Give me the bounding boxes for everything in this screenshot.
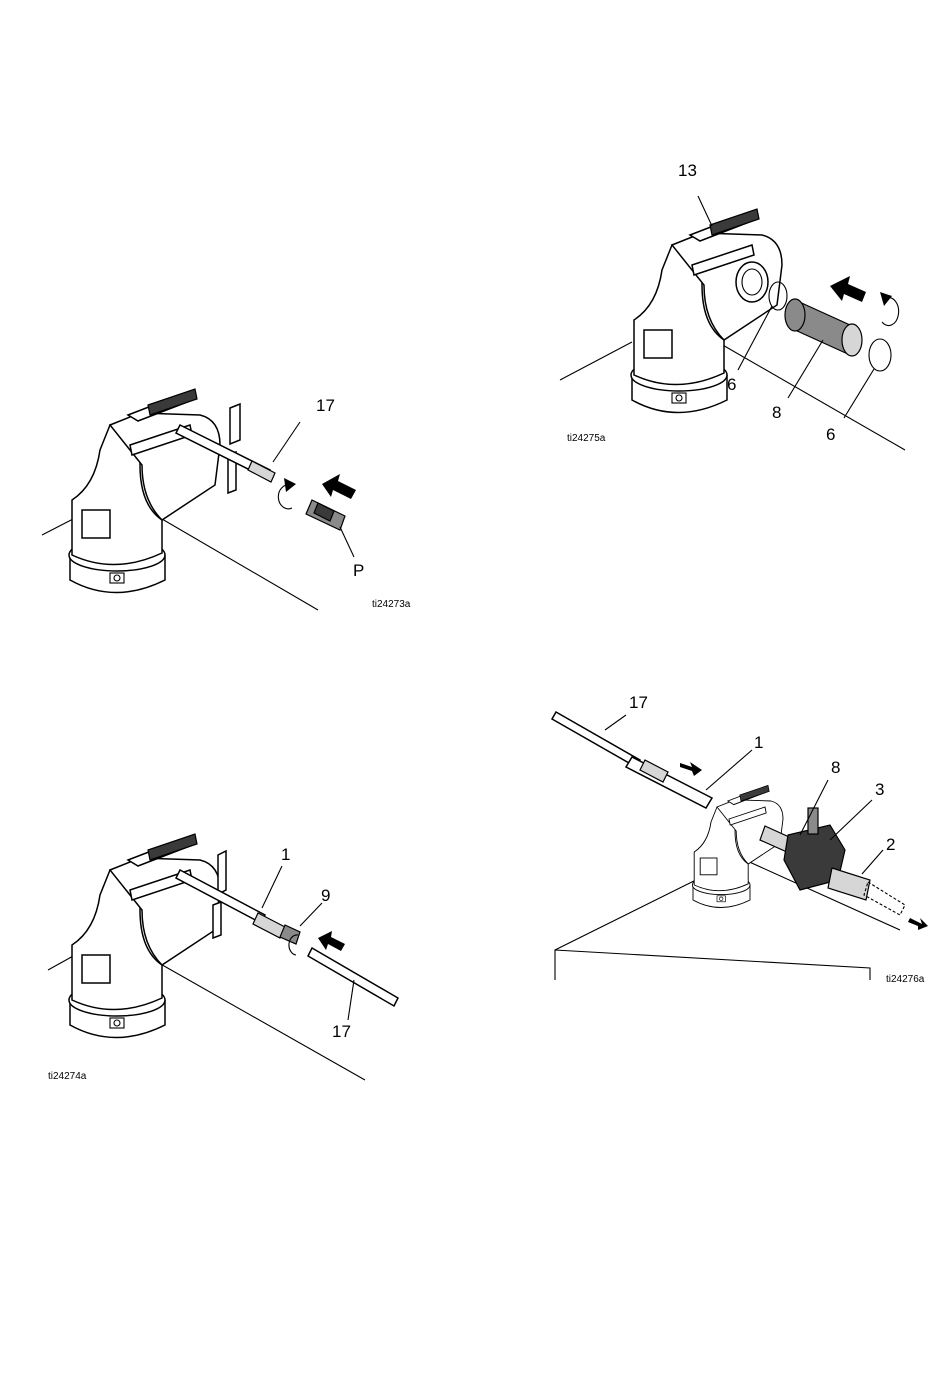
stud	[808, 808, 818, 834]
callout-1: 1	[281, 845, 290, 864]
table-edge-line	[42, 518, 75, 535]
table-edge-line	[714, 340, 905, 450]
figure-code: ti24273a	[372, 599, 411, 610]
push-arrow-icon	[830, 276, 866, 302]
callout-6b: 6	[826, 425, 835, 444]
pull-arrow-icon	[908, 918, 928, 930]
figure-1	[42, 389, 356, 610]
figure-3	[48, 834, 398, 1080]
table-edge-line	[560, 342, 632, 380]
rod-17	[308, 948, 398, 1006]
callout-2: 2	[886, 835, 895, 854]
table-edge-line	[150, 512, 318, 610]
housing-port	[736, 262, 768, 302]
callout-17: 17	[332, 1022, 351, 1041]
o-ring-6b	[869, 339, 891, 371]
rod-17	[552, 712, 640, 767]
callout-3: 3	[875, 780, 884, 799]
shaft-1	[626, 757, 712, 808]
callout-9: 9	[321, 886, 330, 905]
vise-housing-2	[631, 209, 782, 413]
callout-8: 8	[831, 758, 840, 777]
figure-code: ti24275a	[567, 433, 606, 444]
callout-17: 17	[629, 693, 648, 712]
push-arrow-icon	[318, 931, 345, 951]
callout-13: 13	[678, 161, 697, 180]
callout-p: P	[353, 561, 364, 580]
table-edge-line	[48, 955, 75, 970]
figure-4	[552, 712, 928, 980]
vise-housing-3	[69, 834, 220, 1038]
figure-2	[560, 196, 905, 450]
callout-8: 8	[772, 403, 781, 422]
table-edge-line	[150, 958, 365, 1080]
vise-housing-1	[69, 389, 220, 593]
callout-17: 17	[316, 396, 335, 415]
figure-code: ti24276a	[886, 974, 925, 985]
push-arrow-icon	[322, 474, 356, 499]
callout-6: 6	[727, 375, 736, 394]
figure-code: ti24274a	[48, 1071, 87, 1082]
pull-arrow-icon	[680, 762, 702, 776]
callout-1: 1	[754, 733, 763, 752]
